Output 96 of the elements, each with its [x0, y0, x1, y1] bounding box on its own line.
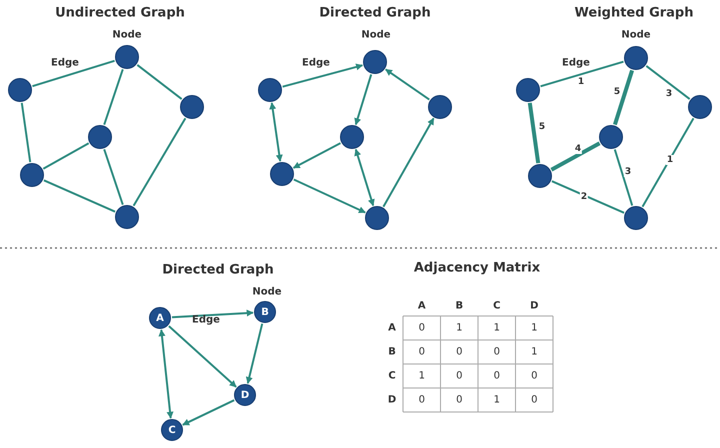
- matrix-value: 1: [456, 322, 462, 334]
- edge-weight: 3: [664, 89, 674, 99]
- arrow: [354, 148, 375, 206]
- edge-line: [646, 65, 690, 100]
- edge-weight: 2: [580, 192, 588, 202]
- edge-weight: 1: [666, 155, 674, 165]
- graph-node: [340, 125, 364, 149]
- row-header: C: [388, 370, 396, 382]
- graph-node: [599, 125, 623, 149]
- graph-node: [8, 78, 32, 102]
- edge-line: [103, 148, 124, 206]
- matrix-value: 0: [494, 346, 500, 358]
- edge-line: [132, 118, 186, 206]
- arrow: [182, 399, 235, 426]
- arrow: [168, 325, 237, 388]
- row-header: B: [388, 346, 396, 358]
- graph-node: [20, 163, 44, 187]
- matrix-value: 0: [531, 370, 538, 382]
- arrow: [282, 64, 364, 88]
- annotation-label: Edge: [192, 314, 220, 326]
- matrix-value: 0: [456, 370, 462, 382]
- matrix-value: 0: [494, 370, 500, 382]
- arrow: [354, 74, 372, 126]
- graph-node: A: [149, 307, 171, 329]
- graph-node: [115, 205, 139, 229]
- arrow: [269, 102, 283, 162]
- matrix-value: 1: [531, 322, 538, 334]
- edge-line: [103, 68, 124, 126]
- matrix-value: 1: [494, 322, 500, 334]
- graph-node: B: [254, 301, 276, 323]
- row-header: A: [388, 322, 396, 334]
- matrix-value: 1: [494, 394, 500, 406]
- edge-weight: 4: [574, 144, 582, 154]
- graph-node: [365, 206, 389, 230]
- edge-weight: 1: [576, 77, 586, 87]
- graph-node: [88, 125, 112, 149]
- edge-line: [42, 142, 90, 170]
- graph-node: [115, 45, 139, 69]
- graph-node: [528, 164, 552, 188]
- edge-weight: 5: [612, 87, 622, 97]
- arrow: [292, 142, 341, 169]
- edge-line: [614, 149, 634, 206]
- column-header: C: [493, 300, 500, 312]
- graph-node: [258, 78, 282, 102]
- edge-line: [552, 180, 624, 214]
- matrix-value: 0: [418, 394, 425, 406]
- annotation-label: Edge: [562, 58, 590, 68]
- graph-node: [428, 95, 452, 119]
- matrix-value: 0: [418, 346, 425, 358]
- graph-node: [624, 206, 648, 230]
- column-header: A: [418, 300, 426, 312]
- arrow: [382, 118, 434, 208]
- annotation-label: Edge: [51, 58, 79, 68]
- row-header: D: [388, 394, 396, 406]
- matrix-value: 0: [456, 346, 462, 358]
- edge-line: [32, 60, 115, 88]
- edge-line: [613, 70, 634, 126]
- edge-line: [44, 179, 116, 213]
- graph-node: [363, 50, 387, 74]
- annotation-label: Node: [112, 30, 142, 40]
- annotation-label: Edge: [302, 58, 330, 68]
- graph-title: Directed Graph: [162, 262, 274, 278]
- arrow: [158, 329, 174, 419]
- matrix-value: 0: [418, 322, 425, 334]
- graph-title: Undirected Graph: [55, 6, 185, 20]
- matrix-value: 0: [531, 394, 538, 406]
- annotation-label: Node: [621, 30, 651, 40]
- edge-weight: 3: [624, 167, 632, 177]
- edge-line: [540, 60, 624, 88]
- annotation-label: Node: [361, 30, 391, 40]
- graph-node: C: [161, 419, 183, 441]
- edge-line: [642, 118, 694, 208]
- arrow: [172, 310, 254, 318]
- graph-title: Directed Graph: [319, 6, 431, 20]
- edge-line: [528, 102, 540, 164]
- column-header: D: [530, 300, 538, 312]
- graph-node: [688, 95, 712, 119]
- matrix-value: 1: [418, 370, 425, 382]
- matrix-value: 0: [456, 394, 462, 406]
- edge-line: [136, 64, 182, 100]
- edge-weight: 5: [538, 122, 546, 132]
- graph-node: [270, 162, 294, 186]
- graph-title: Weighted Graph: [574, 6, 694, 20]
- arrow: [246, 323, 264, 384]
- annotation-label: Node: [252, 286, 282, 298]
- edge-line: [550, 142, 601, 172]
- graph-node: [516, 78, 540, 102]
- column-header: B: [455, 300, 464, 312]
- arrow: [293, 178, 366, 214]
- graph-node: [624, 46, 648, 70]
- graph-title: Adjacency Matrix: [414, 260, 540, 276]
- matrix-value: 1: [531, 346, 538, 358]
- graph-node: [180, 95, 204, 119]
- edge-line: [20, 102, 32, 162]
- graph-node: D: [234, 384, 256, 406]
- arrow: [385, 68, 430, 100]
